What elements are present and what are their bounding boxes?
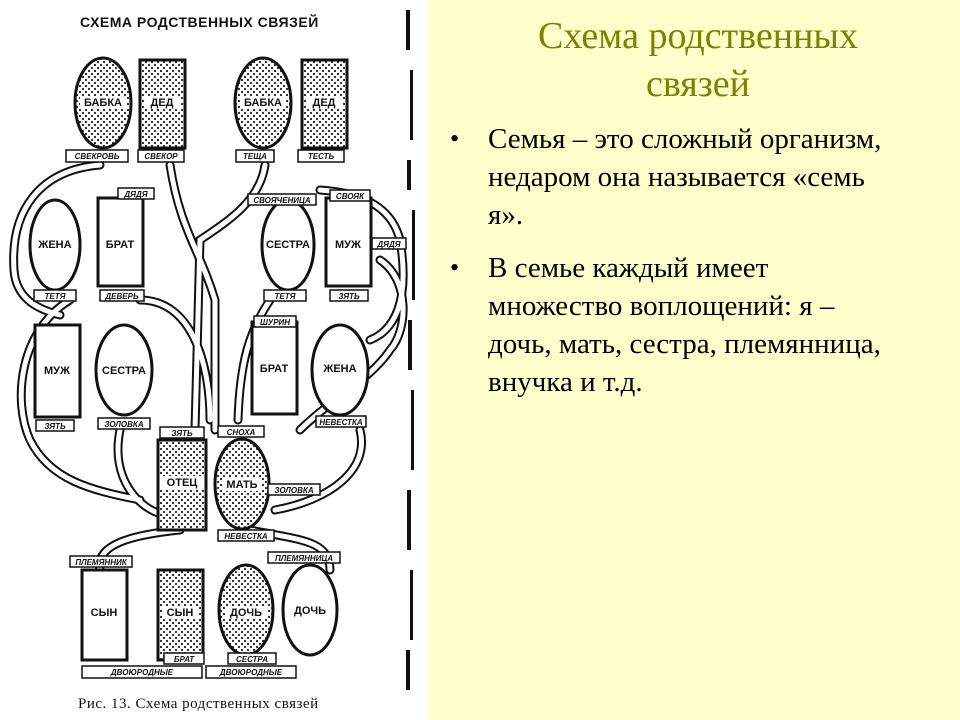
node-label: ДОЧЬ	[294, 605, 326, 617]
relation-tag: ТЕЩА	[243, 152, 267, 161]
relation-tag: ШУРИН	[260, 318, 290, 327]
bullet-dot-icon: •	[450, 253, 460, 282]
node-label: СЫН	[91, 607, 118, 619]
relation-tag: ЗЯТЬ	[338, 292, 360, 301]
node-label: МУЖ	[44, 365, 70, 377]
scan-edge-noise	[406, 10, 415, 690]
relation-tag: ДВОЮРОДНЫЕ	[219, 668, 283, 677]
relation-tag: СВЕКРОВЬ	[75, 152, 120, 161]
node-label: БРАТ	[260, 363, 289, 375]
node-muzh-2	[33, 323, 82, 419]
node-brat-1	[96, 196, 145, 288]
relation-tag: СЕСТРА	[236, 655, 268, 664]
relation-tag: НЕВЕСТКА	[224, 532, 268, 541]
node-label: БАБКА	[244, 97, 282, 109]
figure-caption: Рис. 13. Схема родственных связей	[78, 696, 319, 712]
node-label: МУЖ	[335, 239, 361, 251]
relation-tag: ДВОЮРОДНЫЕ	[110, 668, 174, 677]
node-label: БАБКА	[84, 97, 122, 109]
relation-tag: ТЕТЯ	[275, 292, 296, 301]
bullet-text: В семье каждый имеет множество воплощени…	[488, 252, 881, 398]
node-syn-1	[80, 568, 129, 662]
relation-tag: НЕВЕСТКА	[319, 418, 363, 427]
node-brat-2	[250, 320, 299, 416]
slide-title-line-2: связей	[646, 63, 750, 105]
node-label: ДЕД	[150, 97, 173, 109]
bullet-text: Семья – это сложный организм, недаром он…	[488, 123, 882, 231]
kinship-diagram: БАБКА ДЕД БАБКА ДЕД ЖЕНА БРАТ СЕСТРА МУЖ…	[9, 56, 408, 679]
node-label: ДЕД	[312, 97, 335, 109]
node-label: СЕСТРА	[266, 239, 310, 251]
relation-tag: ЗОЛОВКА	[274, 486, 313, 495]
relation-tag: БРАТ	[174, 655, 195, 664]
relation-tag: ДЯДЯ	[376, 240, 400, 249]
slide-text-panel: Схема родственных связей • Семья – это сл…	[428, 0, 960, 720]
relation-tag: ТЕСТЬ	[308, 152, 335, 161]
relation-tag: ДЕВЕРЬ	[104, 292, 139, 301]
node-label: ДОЧЬ	[230, 607, 262, 619]
node-doch-2	[281, 563, 339, 657]
relation-tag: ПЛЕМЯННИК	[75, 558, 127, 567]
slide-title-line-1: Схема родственных	[538, 15, 858, 57]
relation-tag: ТЕТЯ	[45, 292, 66, 301]
node-label: СЫН	[167, 607, 194, 619]
node-label: БРАТ	[106, 239, 135, 251]
relation-tag: СНОХА	[227, 428, 256, 437]
bullet-item: • Семья – это сложный организм, недаром о…	[450, 120, 888, 234]
relation-tag: ДЯДЯ	[123, 190, 147, 199]
bullet-item: • В семье каждый имеет множество воплощен…	[450, 249, 888, 401]
node-muzh-1	[324, 196, 373, 288]
relation-tag: СВОЯК	[336, 192, 365, 201]
relation-tag: ЗЯТЬ	[44, 422, 66, 431]
node-label: ЖЕНА	[322, 363, 356, 375]
slide-title: Схема родственных связей	[448, 12, 948, 108]
node-label: МАТЬ	[226, 479, 257, 491]
node-label: ЖЕНА	[37, 239, 71, 251]
bullet-dot-icon: •	[450, 124, 460, 153]
node-label: СЕСТРА	[102, 365, 146, 377]
bullet-list: • Семья – это сложный организм, недаром о…	[450, 120, 888, 416]
diagram-panel: СХЕМА РОДСТВЕННЫХ СВЯЗЕЙ	[0, 0, 428, 720]
relation-tag: ПЛЕМЯННИЦА	[275, 554, 333, 563]
relation-tag: ЗЯТЬ	[171, 429, 193, 438]
relation-tag: ЗОЛОВКА	[104, 420, 143, 429]
node-label: ОТЕЦ	[167, 477, 198, 489]
node-sestra-2	[94, 323, 154, 417]
relation-tag: СВОЯЧЕНИЦА	[253, 196, 311, 205]
relation-tag: СВЕКОР	[144, 152, 178, 161]
node-zhena-2	[310, 323, 370, 417]
diagram-title: СХЕМА РОДСТВЕННЫХ СВЯЗЕЙ	[80, 14, 319, 30]
